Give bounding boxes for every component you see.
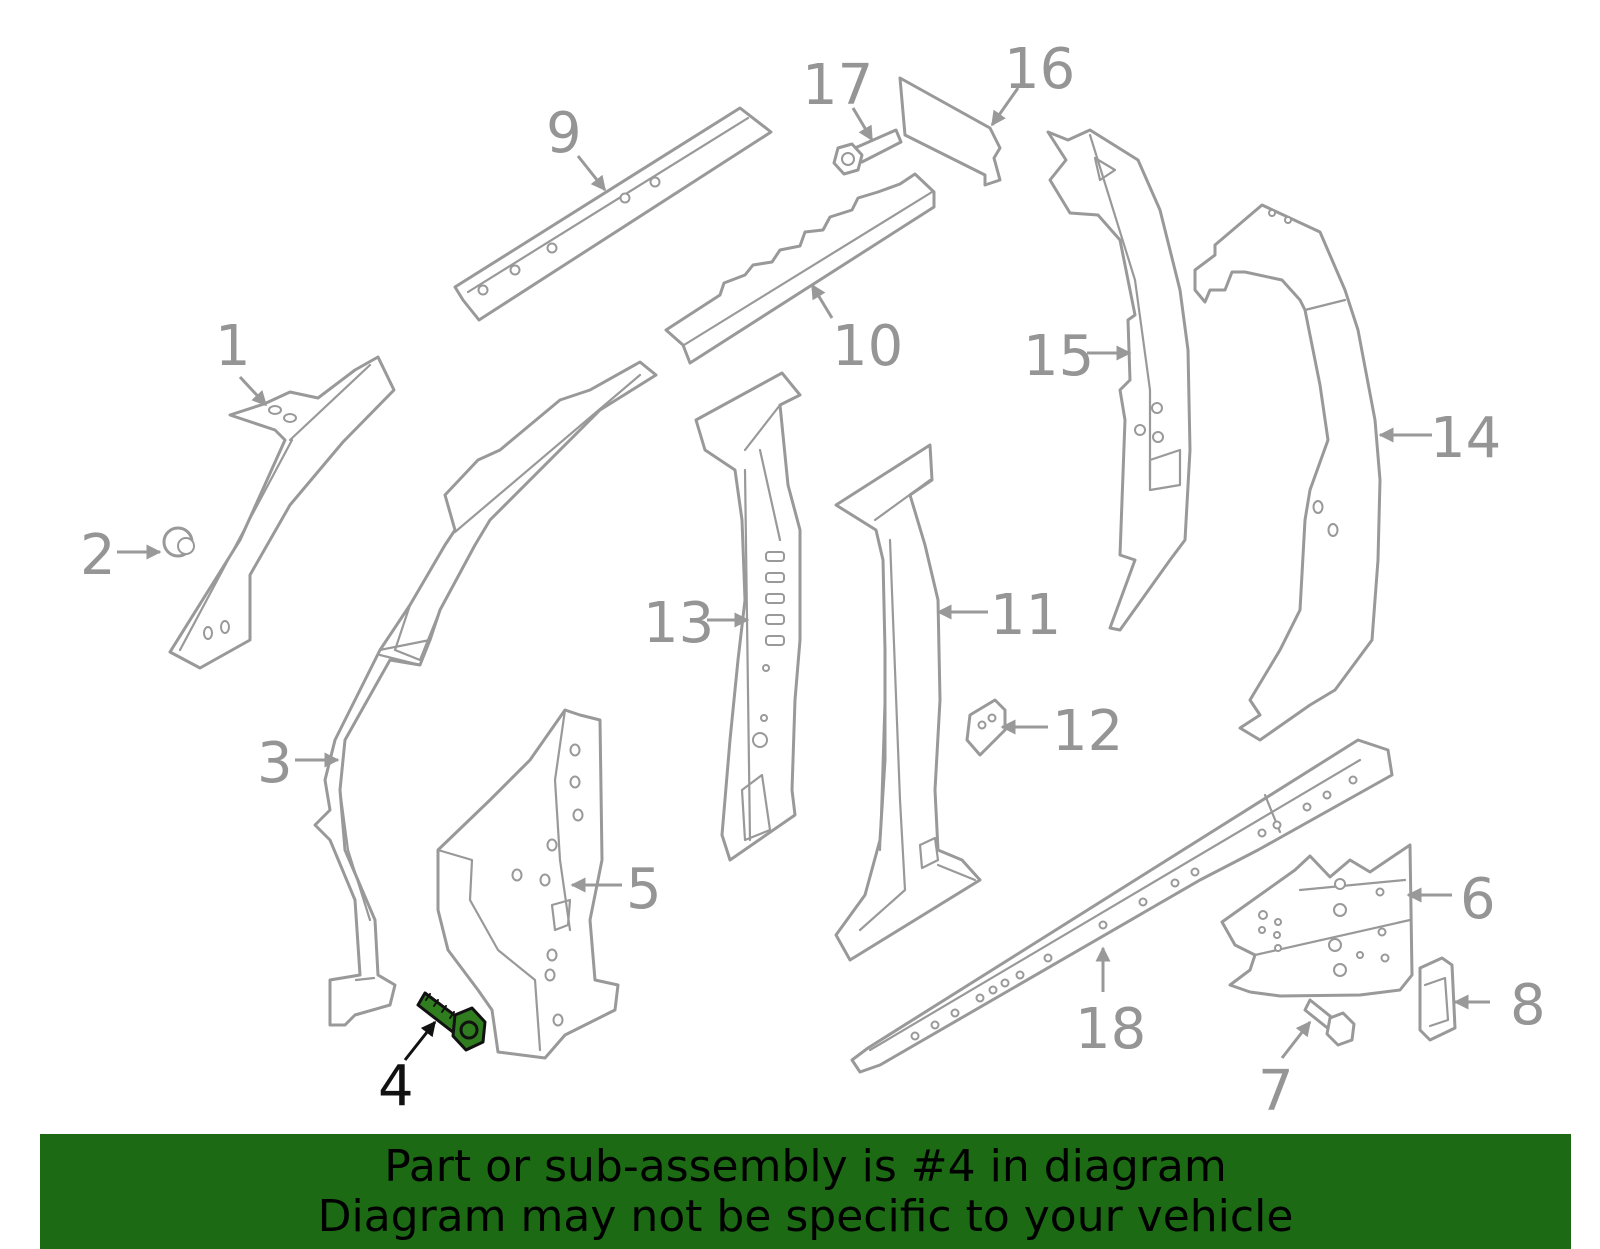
callout-2[interactable]: 2 [80,523,116,588]
part-4-bolt-highlighted[interactable] [416,991,487,1052]
callout-8[interactable]: 8 [1510,973,1546,1038]
part-12-plate[interactable] [965,698,1007,757]
banner-line-2: Diagram may not be specific to your vehi… [317,1190,1294,1242]
callout-12[interactable]: 12 [1052,699,1123,764]
part-17-bolt[interactable] [832,128,903,176]
callout-4[interactable]: 4 [378,1054,414,1119]
callout-15[interactable]: 15 [1023,324,1094,389]
part-1-a-pillar-upper[interactable] [168,355,396,670]
callout-16[interactable]: 16 [1004,37,1075,102]
callout-11[interactable]: 11 [990,583,1061,648]
callout-6[interactable]: 6 [1460,867,1496,932]
callout-10[interactable]: 10 [832,314,903,379]
part-5-hinge-pillar[interactable] [436,708,620,1060]
part-7-bolt[interactable] [1303,998,1356,1047]
info-banner: Part or sub-assembly is #4 in diagram Di… [40,1134,1571,1249]
part-11-b-pillar-outer[interactable] [834,443,982,962]
leader-4 [403,1020,437,1061]
banner-line-1: Part or sub-assembly is #4 in diagram [384,1140,1227,1192]
callout-numbers: 1 2 3 4 5 6 7 8 9 10 11 12 13 14 15 16 1… [80,37,1546,1124]
callout-7[interactable]: 7 [1258,1059,1294,1124]
leader-1 [238,375,268,407]
leader-lines [117,87,1490,1061]
callout-1[interactable]: 1 [215,314,251,379]
part-8-clip[interactable] [1418,956,1457,1042]
part-10-rail-reinforcement[interactable] [664,172,936,365]
part-18-rocker[interactable] [850,738,1394,1074]
leader-16 [990,87,1020,127]
callout-3[interactable]: 3 [257,731,293,796]
leader-9 [576,155,607,192]
callout-5[interactable]: 5 [626,857,662,922]
leader-7 [1280,1020,1312,1059]
part-3-front-pillar[interactable] [313,360,658,1027]
callout-18[interactable]: 18 [1075,997,1146,1062]
part-14-wheelhouse[interactable] [1193,203,1382,742]
part-9-roof-rail[interactable] [453,106,773,322]
part-16-bracket[interactable] [898,76,1002,187]
callout-14[interactable]: 14 [1430,406,1501,471]
callout-17[interactable]: 17 [802,53,873,118]
part-6-bracket-plate[interactable] [1220,843,1414,998]
part-2-grommet[interactable] [162,526,195,558]
leader-17 [851,107,874,142]
callout-13[interactable]: 13 [643,591,714,656]
callout-9[interactable]: 9 [546,101,582,166]
part-15-quarter-inner[interactable] [1046,128,1192,632]
leader-10 [810,283,834,319]
